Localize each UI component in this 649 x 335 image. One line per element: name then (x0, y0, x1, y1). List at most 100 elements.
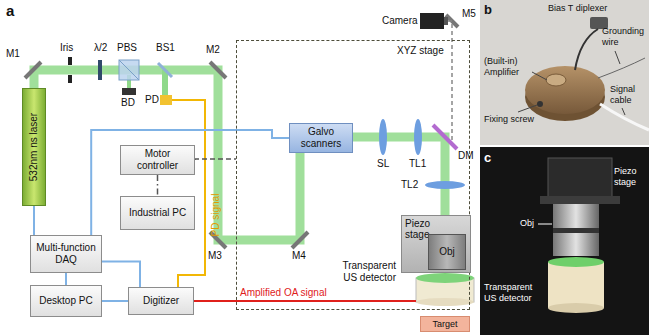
panel-letter: a (6, 2, 14, 19)
part-label: M5 (462, 8, 476, 20)
screw (537, 101, 543, 107)
daq-box: Multi-function DAQ (30, 235, 102, 273)
iris (68, 75, 72, 83)
objective-box: Obj (428, 234, 466, 270)
part-label: PBS (117, 42, 137, 54)
node-text: Motor controller (125, 148, 190, 172)
beam-splitter (158, 63, 172, 77)
photo-label: Obj (520, 218, 534, 229)
leader-line (538, 224, 552, 225)
signal-name: Amplified OA signal (240, 287, 327, 299)
panel-letter: b (484, 2, 492, 17)
detector-symbol (416, 273, 474, 283)
part-label: PD (145, 94, 159, 106)
lens (425, 181, 465, 189)
photo-background (480, 0, 649, 145)
photo-background (480, 147, 649, 335)
beam-dump (122, 88, 136, 95)
control-line (195, 159, 236, 160)
part-label: M1 (6, 48, 20, 60)
beam-splitter-cube (119, 60, 139, 80)
mirror (25, 62, 41, 78)
controller-box: Motor controller (120, 145, 195, 175)
leader-line (622, 108, 625, 115)
pd-signal-wire (172, 100, 205, 287)
node-text: 532nm ns laser (28, 113, 40, 181)
digitizer-box: Digitizer (128, 287, 194, 315)
objective-photo (553, 204, 599, 256)
waveplate (98, 60, 102, 80)
leader-line (615, 51, 620, 64)
part-label: M2 (206, 44, 220, 56)
detector-housing (525, 66, 605, 114)
piezo-photo (540, 196, 620, 204)
piezo-stage: Piezo stageObj (401, 215, 471, 273)
detector-photo (548, 303, 604, 313)
part-label: BD (121, 97, 135, 109)
oa-signal-wire (194, 300, 416, 302)
part-label: Transparent US detector (334, 260, 396, 284)
part-label: M3 (208, 250, 222, 262)
laser-box: 532nm ns laser (22, 88, 46, 206)
photo-label: Piezo stage (614, 166, 646, 188)
laser-beam (34, 70, 300, 240)
signal-wire (102, 262, 140, 287)
photo-label: (Built-in) Amplifier (484, 56, 530, 78)
dichroic-mirror (433, 125, 457, 149)
ground-wire (598, 58, 645, 78)
amplifier-part (546, 74, 566, 86)
part-label: Camera (382, 15, 418, 27)
photo-label: Signal cable (610, 84, 646, 106)
part-label: SL (377, 158, 389, 170)
leader-line (518, 105, 537, 112)
part-label: TL2 (401, 179, 418, 191)
beam-splitter-cube (119, 60, 139, 80)
photo-label: Transparent US detector (484, 282, 542, 304)
detector-photo (548, 257, 604, 267)
node-text: XYZ stage (397, 45, 444, 56)
signal-cable (600, 104, 649, 130)
signal-wire (65, 273, 67, 285)
node-text: Industrial PC (129, 207, 186, 219)
signal-wire (33, 206, 35, 235)
panel-letter: c (484, 150, 491, 165)
node-text: Galvo scanners (294, 126, 348, 150)
target-box: Target (420, 316, 470, 332)
node-text: Target (432, 319, 457, 329)
mirror (292, 232, 308, 248)
part-label: DM (458, 150, 474, 162)
iris (68, 57, 72, 65)
control-line (157, 175, 159, 196)
mirror (210, 62, 226, 78)
node-text: Obj (439, 246, 455, 258)
lens (414, 119, 422, 155)
part-label: BS1 (156, 42, 175, 54)
signal-wire (91, 130, 289, 235)
signal-wire (102, 300, 128, 302)
pc-box: Desktop PC (30, 285, 102, 317)
node-text: Desktop PC (39, 295, 92, 307)
leader-line (532, 72, 547, 80)
node-text: Multi-function DAQ (35, 242, 97, 266)
scanner-box: Galvo scanners (289, 123, 353, 153)
piezo-photo (548, 158, 612, 198)
camera-body (444, 17, 448, 25)
objective-photo (553, 228, 599, 233)
part-label: λ/2 (94, 42, 107, 54)
part-label: M4 (292, 250, 306, 262)
part-label: Iris (60, 42, 73, 54)
pc-box: Industrial PC (120, 196, 195, 230)
cable (575, 29, 598, 70)
photo-label: Bias T diplexer (548, 3, 607, 14)
photo-label: Fixing screw (484, 114, 534, 125)
detector-symbol (416, 298, 474, 306)
signal-name: PD signal (210, 194, 222, 237)
part-label: TL1 (409, 158, 426, 170)
lens (379, 119, 387, 155)
photo-label: Grounding wire (602, 26, 646, 48)
node-text: Digitizer (143, 295, 179, 307)
detector-photo (548, 262, 604, 308)
camera-body (420, 13, 444, 29)
photodiode (160, 95, 172, 105)
